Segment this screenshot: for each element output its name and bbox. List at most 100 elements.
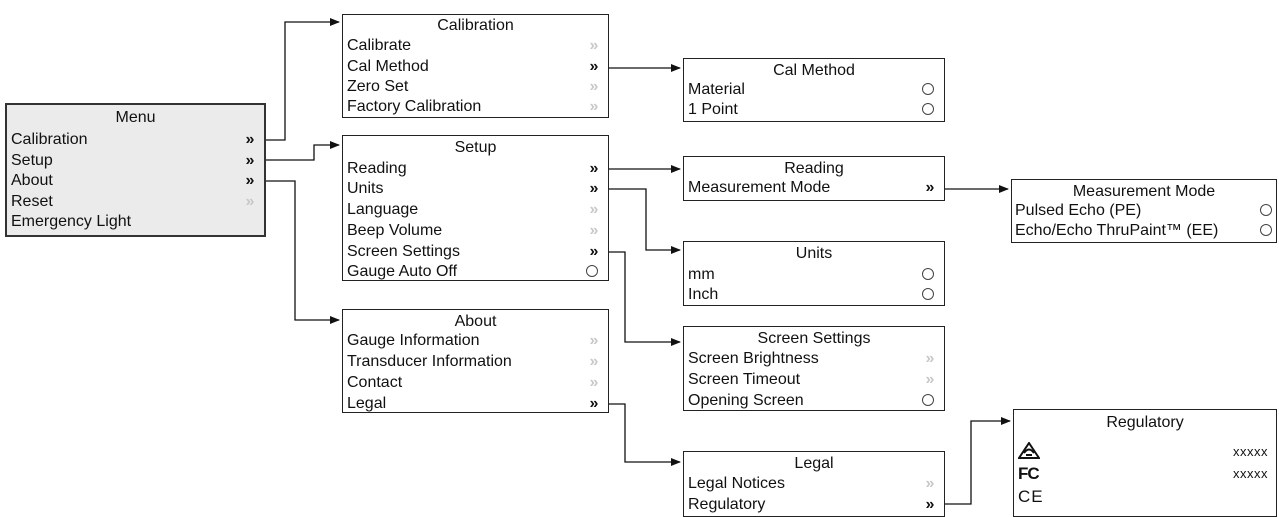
menu-item-contact[interactable]: Contact » [347, 373, 604, 393]
menu-item-label: Emergency Light [11, 213, 132, 230]
menu-item-label: Screen Timeout [688, 371, 801, 388]
radio-button-icon[interactable] [922, 83, 934, 95]
menu-item-reset[interactable]: Reset » [11, 192, 260, 212]
menu-panel: Menu Calibration » Setup » About » Reset… [5, 103, 266, 237]
chevron-right-icon: » [925, 350, 935, 367]
rcm-mark-icon [1017, 441, 1041, 465]
units-panel: Units mm Inch [683, 241, 945, 306]
radio-button-icon[interactable] [1260, 224, 1272, 236]
chevron-right-icon: » [589, 160, 599, 177]
option-inch[interactable]: Inch [688, 285, 940, 305]
menu-item-factory-calibration[interactable]: Factory Calibration » [347, 97, 604, 117]
chevron-right-icon: » [245, 152, 255, 169]
menu-item-setup[interactable]: Setup » [11, 151, 260, 171]
radio-button-icon[interactable] [1260, 204, 1272, 216]
cal-method-title: Cal Method [773, 62, 855, 79]
chevron-right-icon: » [589, 78, 599, 95]
radio-button-icon[interactable] [922, 268, 934, 280]
option-label: Pulsed Echo (PE) [1015, 202, 1142, 219]
calibration-panel: Calibration Calibrate » Cal Method » Zer… [342, 14, 609, 118]
menu-item-calibrate[interactable]: Calibrate » [347, 36, 604, 56]
regulatory-title: Regulatory [1106, 414, 1184, 431]
radio-button-icon[interactable] [922, 103, 934, 115]
menu-item-transducer-information[interactable]: Transducer Information » [347, 352, 604, 372]
legal-title: Legal [794, 455, 834, 472]
menu-item-reading[interactable]: Reading » [347, 159, 604, 179]
menu-item-label: Measurement Mode [688, 179, 831, 196]
chevron-right-icon: » [589, 201, 599, 218]
menu-item-label: Contact [347, 374, 403, 391]
option-mm[interactable]: mm [688, 265, 940, 285]
chevron-right-icon: » [589, 37, 599, 54]
ce-mark-icon: CE [1018, 487, 1044, 506]
menu-item-label: Cal Method [347, 58, 429, 75]
menu-item-legal-notices[interactable]: Legal Notices » [688, 474, 940, 494]
radio-wrap [584, 262, 600, 282]
radio-button-icon[interactable] [922, 288, 934, 300]
about-panel: About Gauge Information » Transducer Inf… [342, 309, 609, 413]
menu-item-calibration[interactable]: Calibration » [11, 130, 260, 150]
regulatory-value: xxxxx [1233, 444, 1268, 459]
arrow-screen-settings [609, 251, 681, 346]
chevron-right-icon: » [245, 172, 255, 189]
option-1-point[interactable]: 1 Point [688, 100, 940, 120]
chevron-right-icon: » [589, 353, 599, 370]
menu-item-measurement-mode[interactable]: Measurement Mode » [688, 178, 940, 198]
legal-panel: Legal Legal Notices » Regulatory » [683, 451, 945, 517]
setup-panel: Setup Reading » Units » Language » Beep … [342, 135, 609, 281]
menu-item-screen-settings[interactable]: Screen Settings » [347, 242, 604, 262]
menu-item-about[interactable]: About » [11, 171, 260, 191]
menu-item-label: Screen Settings [347, 243, 460, 260]
option-label: Material [688, 81, 745, 98]
menu-item-label: Legal [347, 395, 387, 412]
screen-settings-title: Screen Settings [757, 330, 871, 347]
chevron-right-icon: » [589, 243, 599, 260]
menu-item-gauge-auto-off[interactable]: Gauge Auto Off [347, 262, 604, 282]
menu-item-label: Zero Set [347, 78, 409, 95]
menu-item-label: Legal Notices [688, 475, 785, 492]
menu-item-opening-screen[interactable]: Opening Screen [688, 391, 940, 411]
option-label: Inch [688, 286, 719, 303]
chevron-right-icon: » [589, 374, 599, 391]
reading-panel: Reading Measurement Mode » [683, 156, 945, 201]
menu-item-language[interactable]: Language » [347, 200, 604, 220]
menu-item-beep-volume[interactable]: Beep Volume » [347, 221, 604, 241]
calibration-title: Calibration [437, 17, 514, 34]
menu-item-cal-method[interactable]: Cal Method » [347, 57, 604, 77]
menu-item-zero-set[interactable]: Zero Set » [347, 77, 604, 97]
radio-wrap [920, 80, 936, 100]
menu-item-label: Gauge Auto Off [347, 263, 458, 280]
radio-button-icon[interactable] [586, 265, 598, 277]
radio-button-icon[interactable] [922, 394, 934, 406]
chevron-right-icon: » [245, 193, 255, 210]
option-pulsed-echo[interactable]: Pulsed Echo (PE) [1015, 201, 1274, 221]
menu-item-screen-timeout[interactable]: Screen Timeout » [688, 370, 940, 390]
measurement-mode-title: Measurement Mode [1072, 183, 1216, 200]
menu-item-label: Regulatory [688, 496, 766, 513]
screen-settings-panel: Screen Settings Screen Brightness » Scre… [683, 326, 945, 411]
arrow-menu-to-calibration [266, 18, 340, 141]
menu-item-gauge-information[interactable]: Gauge Information » [347, 331, 604, 351]
menu-title: Menu [115, 109, 156, 126]
arrow-legal [609, 403, 681, 466]
chevron-right-icon: » [925, 475, 935, 492]
option-label: mm [688, 266, 715, 283]
menu-item-label: Units [347, 180, 384, 197]
option-material[interactable]: Material [688, 80, 940, 100]
chevron-right-icon: » [589, 98, 599, 115]
menu-item-label: Opening Screen [688, 392, 804, 409]
menu-item-label: Language [347, 201, 419, 218]
menu-item-screen-brightness[interactable]: Screen Brightness » [688, 349, 940, 369]
menu-item-units[interactable]: Units » [347, 179, 604, 199]
menu-item-regulatory[interactable]: Regulatory » [688, 495, 940, 515]
option-echo-echo-thrupaint[interactable]: Echo/Echo ThruPaint™ (EE) [1015, 221, 1274, 241]
menu-item-legal[interactable]: Legal » [347, 394, 604, 414]
chevron-right-icon: » [925, 371, 935, 388]
menu-item-emergency-light[interactable]: Emergency Light [11, 212, 260, 232]
regulatory-value: xxxxx [1233, 466, 1268, 481]
arrow-menu-to-setup [266, 141, 340, 161]
menu-item-label: About [11, 172, 53, 189]
radio-wrap [1258, 221, 1274, 241]
option-label: 1 Point [688, 101, 738, 118]
menu-item-label: Calibrate [347, 37, 412, 54]
